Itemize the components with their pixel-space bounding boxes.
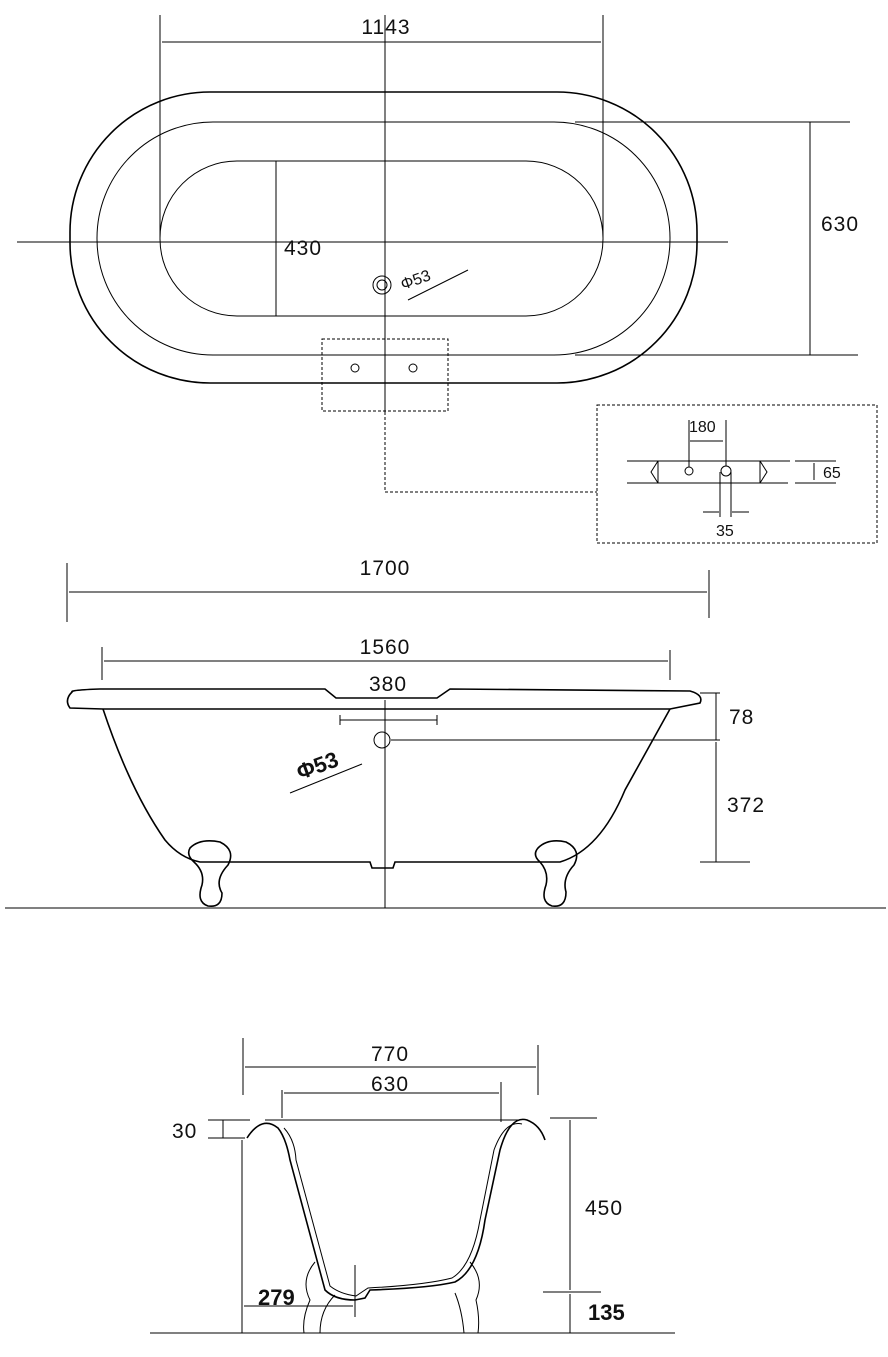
right-claw-foot <box>534 840 578 908</box>
detail-box <box>596 404 878 544</box>
dimension-line <box>407 269 469 301</box>
dim-label-30: 30 <box>172 1120 197 1143</box>
dim-label-630-top: 630 <box>821 213 859 236</box>
dimension-line <box>289 763 363 794</box>
dim-label-78: 78 <box>729 706 754 729</box>
dim-label-1560: 1560 <box>360 636 411 659</box>
dim-label-430: 430 <box>284 237 322 260</box>
dim-label-135: 135 <box>588 1300 625 1325</box>
drawing-stroke <box>650 460 659 484</box>
dim-label-1143: 1143 <box>361 16 410 39</box>
left-claw-foot <box>187 840 232 908</box>
drawing-stroke <box>408 363 418 373</box>
tap-deck-detail: 180 65 35 <box>596 404 878 544</box>
outer-rim-outline <box>69 91 698 384</box>
right-foot-end <box>454 1261 480 1334</box>
overflow-outer <box>372 275 392 295</box>
drawing-stroke <box>684 466 694 476</box>
rim-profile <box>66 688 702 710</box>
inner-rim-outline <box>96 121 671 356</box>
dim-label-630-end: 630 <box>371 1073 409 1096</box>
basin-outline <box>159 160 604 317</box>
tap-deck-callout-box <box>321 338 449 412</box>
dim-label-65: 65 <box>823 465 841 482</box>
left-foot-end <box>303 1261 336 1334</box>
end-view: 770 630 30 279 450 135 <box>150 1038 675 1334</box>
dim-label-380: 380 <box>369 673 407 696</box>
tub-end-profile <box>246 1118 546 1301</box>
dim-label-450: 450 <box>585 1197 623 1220</box>
dim-label-overflow-side: Φ53 <box>293 747 342 785</box>
top-view: 1143 430 Φ53 630 <box>17 15 859 493</box>
dim-label-180: 180 <box>689 419 716 436</box>
drawing-stroke <box>384 412 597 493</box>
dim-label-770: 770 <box>371 1043 409 1066</box>
dim-label-1700: 1700 <box>360 557 411 580</box>
overflow-inner <box>376 279 388 291</box>
dim-label-35: 35 <box>716 523 734 540</box>
dim-label-372: 372 <box>727 794 765 817</box>
drawing-stroke <box>759 460 768 484</box>
drawing-stroke <box>720 465 732 477</box>
dim-label-279: 279 <box>258 1285 295 1310</box>
drawing-stroke <box>350 363 360 373</box>
drawing-stroke <box>283 1123 523 1297</box>
overflow-side <box>373 731 391 749</box>
side-view: 1700 1560 380 78 372 Φ53 <box>5 557 886 909</box>
